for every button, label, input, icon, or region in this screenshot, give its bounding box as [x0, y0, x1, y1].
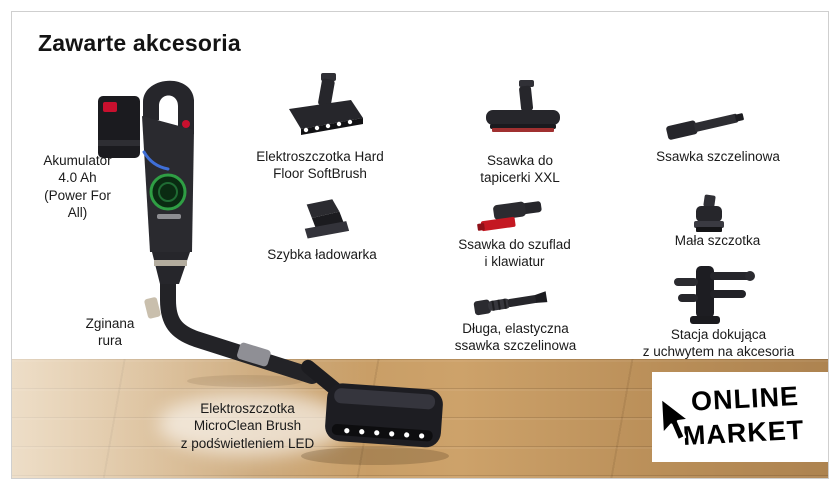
label-halo — [158, 392, 348, 456]
cursor-arrow-icon — [659, 396, 691, 442]
label-ssawka-szuflad: Ssawka do szuflad i klawiatur — [458, 237, 571, 270]
docking-station-icon — [674, 266, 755, 324]
upholstery-nozzle-xxl-icon — [486, 80, 560, 132]
quick-charger-icon — [304, 199, 350, 239]
crevice-nozzle-icon — [666, 113, 744, 140]
page-title: Zawarte akcesoria — [38, 30, 241, 56]
drawer-keyboard-nozzle-icon — [477, 201, 542, 232]
label-dluga-ssawka: Długa, elastyczna ssawka szczelinowa — [454, 321, 577, 354]
label-szybka-ladowarka: Szybka ładowarka — [267, 247, 377, 262]
label-stacja-dokujaca: Stacja dokująca z uchwytem na akcesoria — [642, 327, 795, 360]
floor-brush-label: Elektroszczotka MicroClean Brush z podśw… — [180, 401, 315, 451]
vacuum-illustration — [98, 80, 449, 465]
long-flexible-crevice-icon — [473, 291, 548, 316]
logo-inner: ONLINE MARKET — [654, 374, 828, 463]
battery-label: Akumulator 4.0 Ah (Power For All) — [43, 153, 112, 220]
label-mala-szczotka: Mała szczotka — [674, 233, 761, 248]
logo-text-online: ONLINE — [690, 380, 800, 417]
label-ssawka-tapicerki-xxl: Ssawka do tapicerki XXL — [480, 153, 560, 186]
label-hard-floor-softbrush: Elektroszczotka Hard Floor SoftBrush — [256, 149, 384, 182]
online-market-logo: ONLINE MARKET — [652, 372, 829, 462]
bend-tube-label: Zginana rura — [85, 316, 135, 349]
hard-floor-softbrush-icon — [289, 73, 363, 135]
label-ssawka-szczelinowa: Ssawka szczelinowa — [656, 149, 780, 164]
logo-text-market: MARKET — [682, 414, 805, 452]
small-brush-icon — [694, 194, 724, 232]
